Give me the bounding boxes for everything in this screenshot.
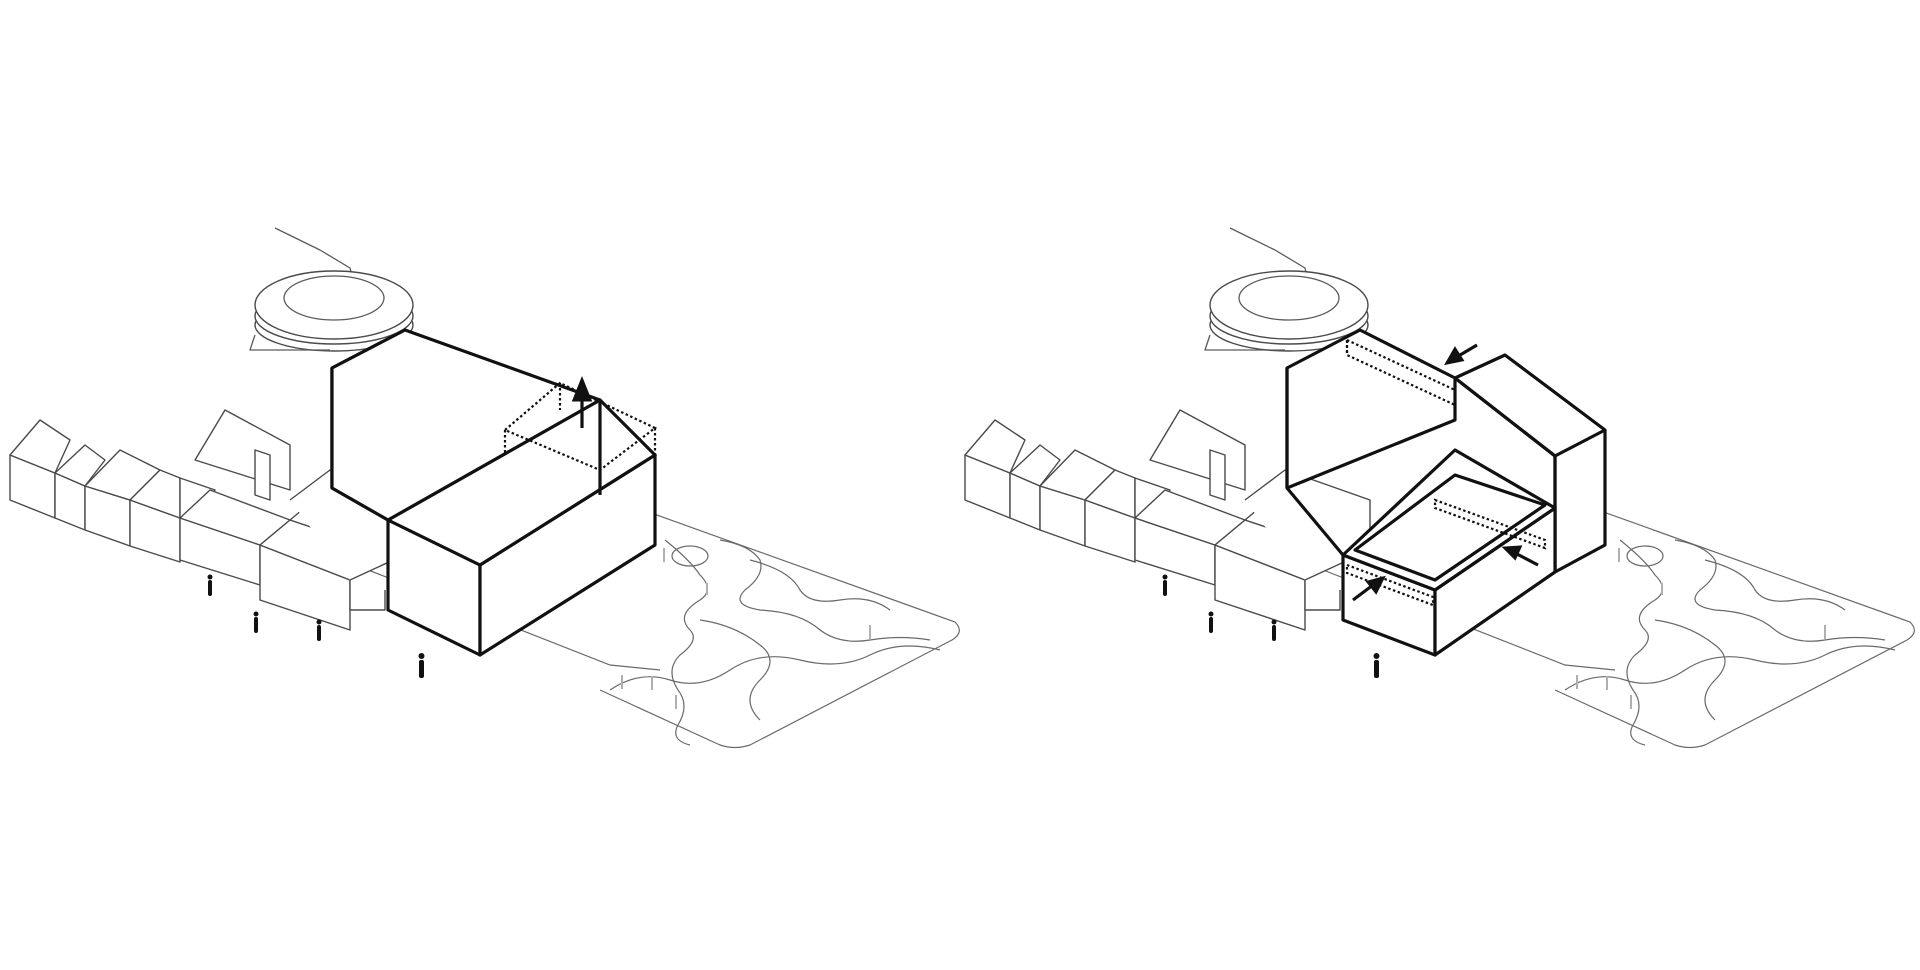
main-block-right (1285, 328, 1607, 657)
dotted-setbacks (1342, 338, 1547, 607)
diagram-right-carve (964, 227, 1916, 749)
diagram-left-extrude (9, 227, 961, 749)
push-arrow-right-icon (1501, 545, 1539, 567)
push-arrow-left-icon (1352, 575, 1386, 602)
push-arrow-top-icon (1444, 343, 1478, 366)
dotted-extrusion-volume (502, 381, 658, 495)
main-block-left (330, 328, 657, 657)
up-arrow-icon (571, 375, 593, 428)
